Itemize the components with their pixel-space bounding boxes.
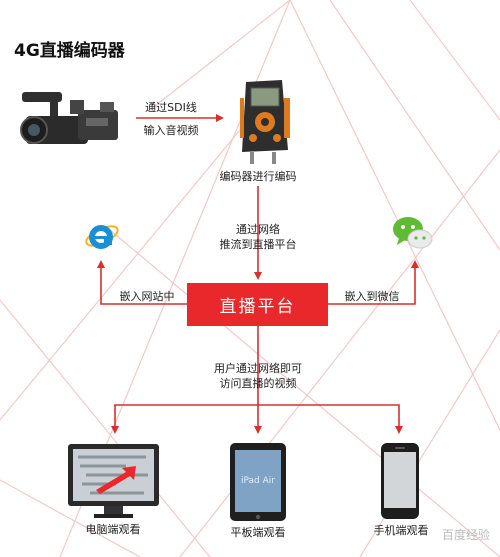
- tablet-label: 平板端观看: [230, 526, 286, 539]
- phone-label: 手机端观看: [373, 524, 429, 537]
- page-title: 4G直播编码器: [14, 41, 125, 61]
- user-access-label-line2: 访问直播的视频: [219, 377, 297, 390]
- sdi-label-line1: 通过SDI线: [145, 101, 197, 114]
- sdi-label-line2: 输入音视频: [143, 124, 199, 137]
- wechat-icon: [393, 217, 433, 249]
- monitor-icon: [68, 444, 159, 518]
- live-platform-box: 直播平台: [187, 283, 328, 326]
- pc-label: 电脑端观看: [85, 523, 141, 536]
- user-access-label-line1: 用户通过网络即可: [214, 362, 302, 375]
- tablet-screen-text: iPad Air: [241, 476, 275, 486]
- embed-wechat-label: 嵌入到微信: [344, 290, 400, 303]
- camcorder-icon: [20, 92, 118, 144]
- tablet-icon: [230, 443, 286, 521]
- ie-browser-icon: [85, 225, 119, 249]
- push-label-line2: 推流到直播平台: [219, 238, 297, 251]
- encoder-device-icon: [240, 80, 290, 164]
- phone-icon: [381, 443, 419, 519]
- encoder-label: 编码器进行编码: [219, 170, 297, 183]
- push-label-line1: 通过网络: [236, 223, 280, 236]
- embed-web-label: 嵌入网站中: [119, 290, 175, 303]
- watermark: 百度经验: [441, 528, 490, 542]
